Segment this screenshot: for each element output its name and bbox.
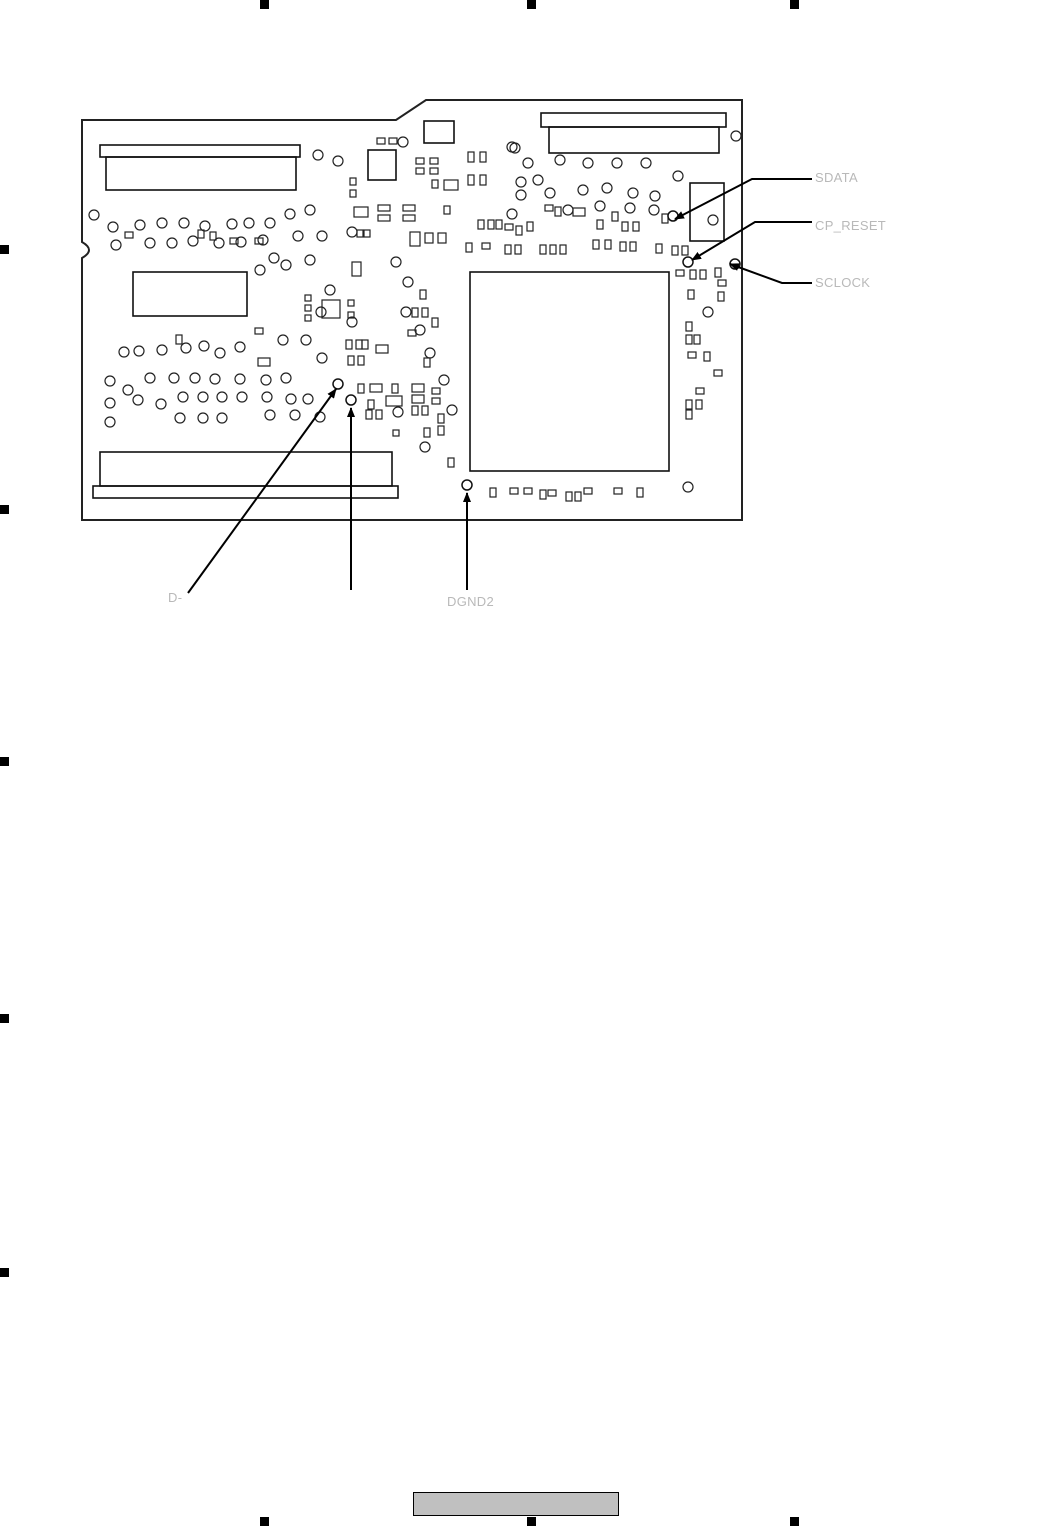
tp-dgnd2 bbox=[462, 480, 472, 490]
test-points bbox=[333, 211, 740, 490]
leader-d-minus bbox=[188, 389, 336, 593]
label-cp-reset: CP_RESET bbox=[815, 218, 886, 233]
tp-sdata bbox=[668, 211, 678, 221]
label-d-minus: D- bbox=[168, 590, 182, 605]
leader-sdata bbox=[675, 179, 812, 219]
tp-d-minus bbox=[333, 379, 343, 389]
transistor bbox=[368, 150, 396, 180]
regulator bbox=[424, 121, 454, 143]
connector-top-right bbox=[541, 113, 726, 153]
ic-left bbox=[133, 272, 247, 316]
label-sdata: SDATA bbox=[815, 170, 858, 185]
smd-pads bbox=[125, 138, 726, 501]
label-sclock: SCLOCK bbox=[815, 275, 870, 290]
connector-bottom-left bbox=[93, 452, 398, 498]
vias bbox=[89, 131, 741, 492]
main-ic bbox=[470, 272, 669, 471]
connector-top-left bbox=[100, 145, 300, 190]
tp-cp-reset bbox=[683, 257, 693, 267]
tp-unlabeled bbox=[346, 395, 356, 405]
label-dgnd2: DGND2 bbox=[447, 594, 494, 609]
page-footer-box bbox=[413, 1492, 619, 1516]
ic-right-small bbox=[690, 183, 724, 241]
